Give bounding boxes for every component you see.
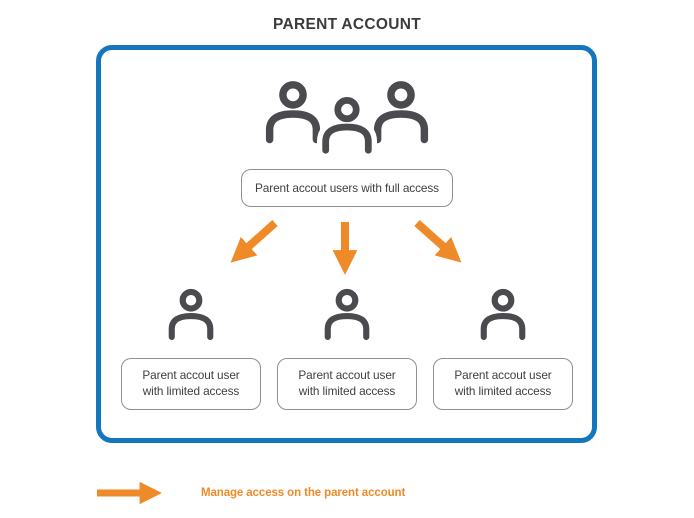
arrow-left-icon <box>230 220 278 263</box>
limited-access-label-box: Parent accout user with limited access <box>277 358 417 410</box>
access-arrows <box>230 220 462 275</box>
legend: Manage access on the parent account <box>95 478 405 508</box>
limited-user-node: Parent accout user with limited access <box>433 286 573 410</box>
legend-label: Manage access on the parent account <box>201 487 406 499</box>
limited-access-label: Parent accout user with limited access <box>454 368 552 398</box>
person-icon <box>480 288 526 341</box>
parent-account-container: Parent accout users with full access Par… <box>96 45 597 443</box>
limited-access-label-box: Parent accout user with limited access <box>433 358 573 410</box>
limited-user-node: Parent accout user with limited access <box>121 286 261 410</box>
full-access-label: Parent accout users with full access <box>255 181 439 195</box>
full-access-label-box: Parent accout users with full access <box>241 169 453 207</box>
limited-user-node: Parent accout user with limited access <box>277 286 417 410</box>
full-access-users-icon <box>259 80 435 160</box>
limited-access-label: Parent accout user with limited access <box>142 368 240 398</box>
diagram-title: PARENT ACCOUNT <box>273 16 421 33</box>
person-icon-right <box>373 81 429 144</box>
legend-arrow-icon <box>97 481 162 505</box>
person-icon <box>168 288 214 341</box>
person-icon <box>324 288 370 341</box>
person-icon-left <box>265 81 321 144</box>
person-icon-middle <box>316 96 378 158</box>
limited-access-label-box: Parent accout user with limited access <box>121 358 261 410</box>
arrow-right-icon <box>414 220 462 263</box>
limited-access-label: Parent accout user with limited access <box>298 368 396 398</box>
